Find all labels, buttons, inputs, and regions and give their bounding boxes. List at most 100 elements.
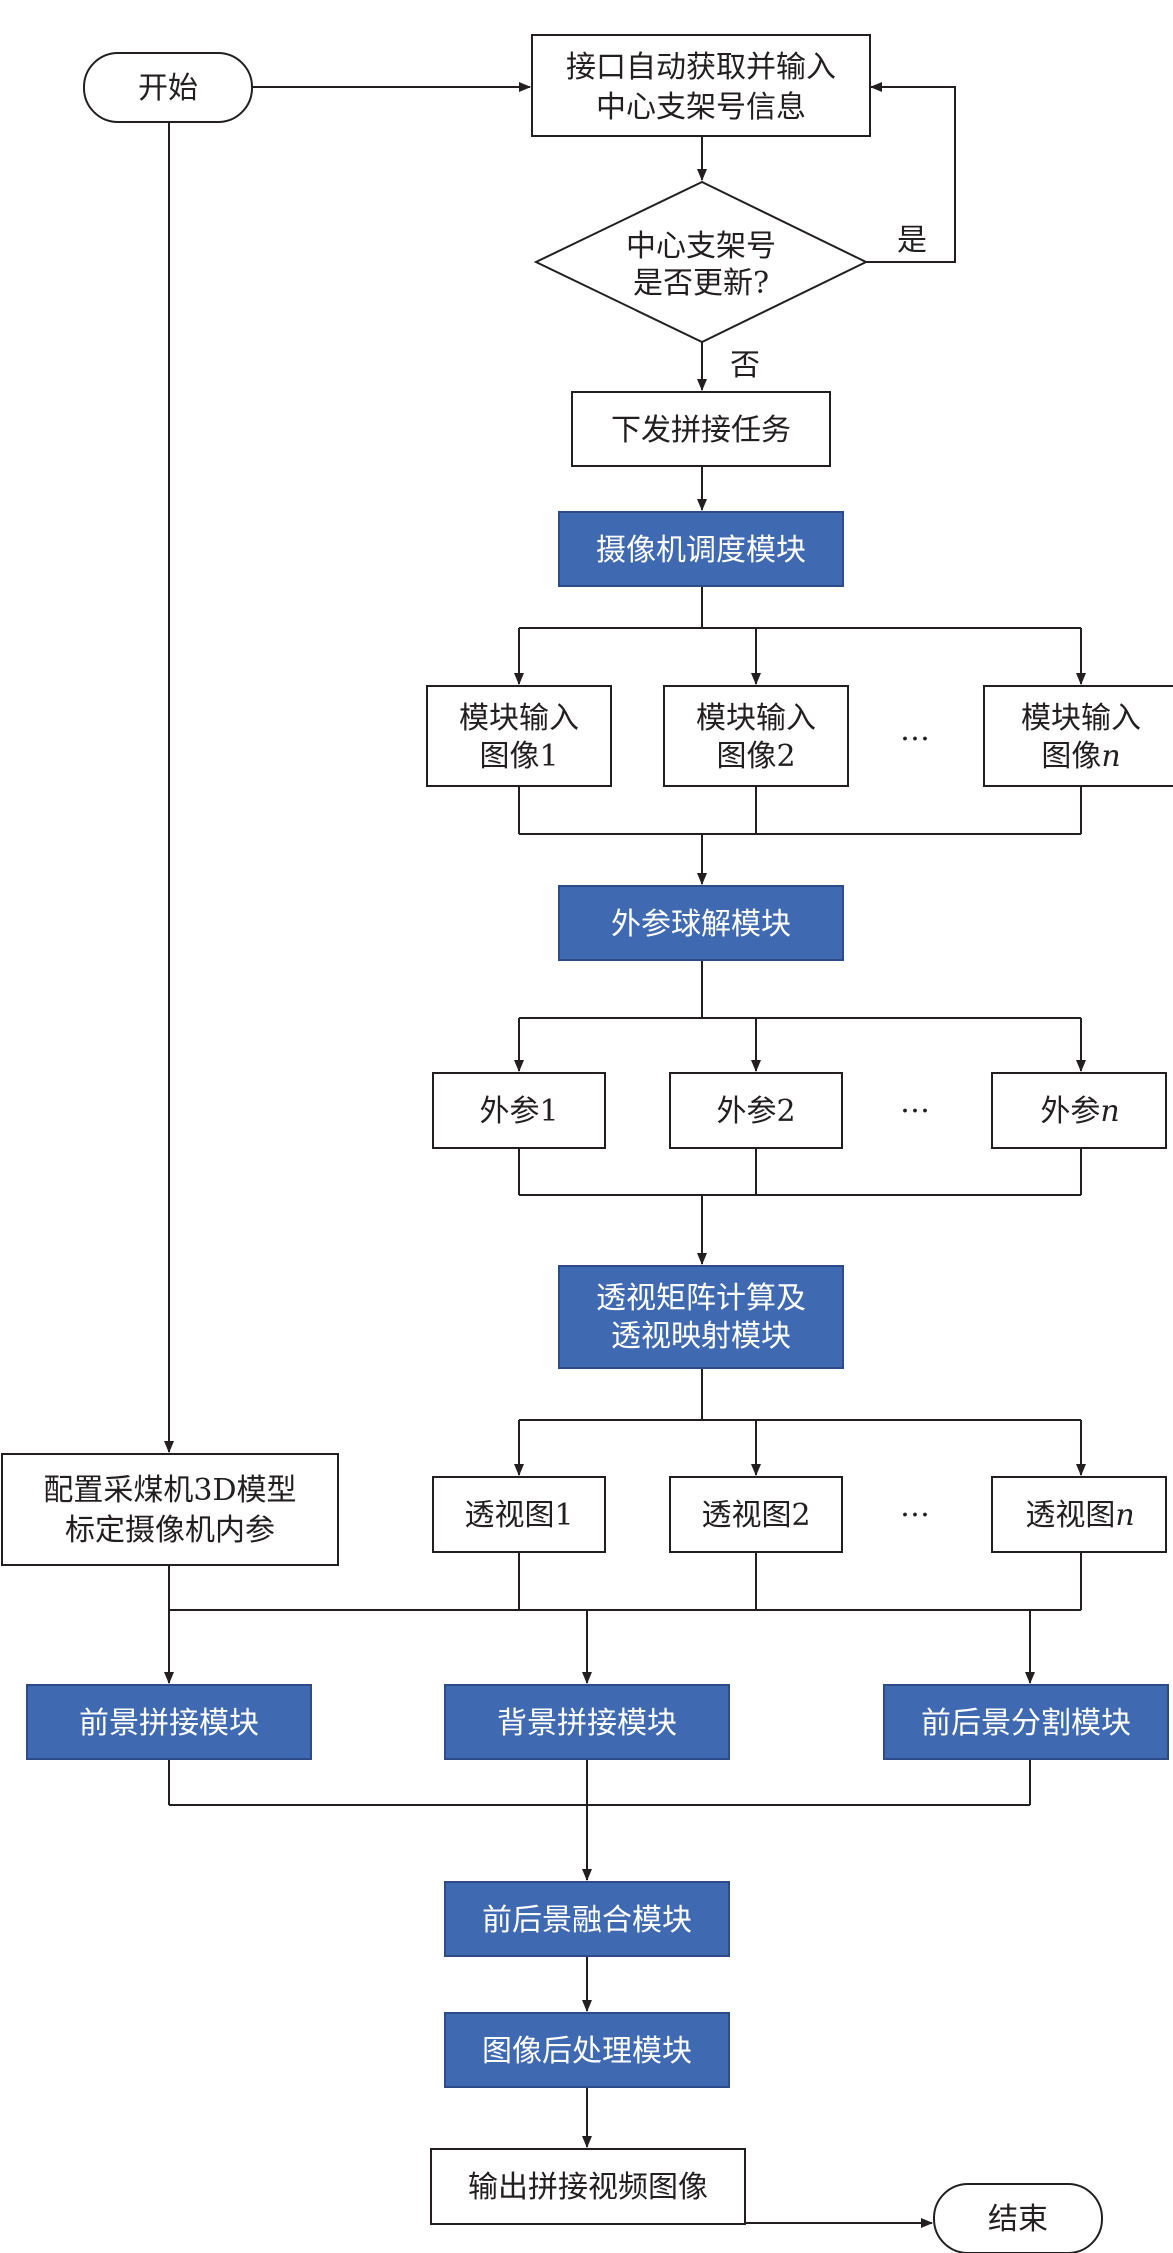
bg-stitch-label: 背景拼接模块 — [497, 1706, 677, 1741]
view-box-2 — [669, 1476, 843, 1553]
input-node-n: 模块输入 图像n — [983, 685, 1173, 787]
fetch-node: 接口自动获取并输入 中心支架号信息 — [531, 34, 871, 137]
extrinsic-2-label: 外参2 — [716, 1094, 795, 1129]
input-2-line2: 图像2 — [716, 739, 795, 774]
decision-node: 中心支架号 是否更新? 是 否 — [533, 180, 927, 383]
input-n-line2: 图像n — [1041, 739, 1120, 774]
view-n-label: 透视图n — [1025, 1498, 1134, 1533]
extrinsic-1-index: 1 — [539, 1094, 558, 1129]
start-terminal — [83, 52, 253, 123]
input-box-1 — [426, 685, 612, 787]
fusion-label: 前后景融合模块 — [482, 1903, 692, 1938]
post-process-node: 图像后处理模块 — [444, 2012, 730, 2088]
config-label-line1: 配置采煤机3D模型 — [43, 1473, 296, 1508]
extrinsic-1-label: 外参1 — [479, 1094, 558, 1129]
bg-stitch-box — [444, 1684, 730, 1760]
view-2-prefix: 透视图 — [701, 1498, 791, 1533]
view-box-1 — [432, 1476, 606, 1553]
input-node-2: 模块输入 图像2 — [663, 685, 849, 787]
camera-schedule-label: 摄像机调度模块 — [596, 533, 806, 568]
bg-stitch-node: 背景拼接模块 — [444, 1684, 730, 1760]
yes-label: 是 — [897, 223, 927, 258]
view-node-n: 透视图n — [991, 1476, 1167, 1553]
post-process-box — [444, 2012, 730, 2088]
segment-box — [883, 1684, 1169, 1760]
input-ellipsis: … — [900, 713, 930, 748]
extrinsic-2-index: 2 — [776, 1094, 795, 1129]
extrinsic-node-n: 外参n — [991, 1072, 1167, 1149]
extrinsic-box-2 — [669, 1072, 843, 1149]
extrinsic-n-index: n — [1100, 1094, 1119, 1129]
fg-stitch-label: 前景拼接模块 — [79, 1706, 259, 1741]
config-box — [1, 1453, 339, 1566]
view-ellipsis: … — [900, 1489, 930, 1524]
extrinsic-solve-label: 外参球解模块 — [611, 907, 791, 942]
fusion-box — [444, 1881, 730, 1957]
view-1-prefix: 透视图 — [464, 1498, 554, 1533]
end-node: 结束 — [933, 2183, 1103, 2253]
extrinsic-ellipsis: … — [900, 1085, 930, 1120]
fusion-node: 前后景融合模块 — [444, 1881, 730, 1957]
extrinsic-solve-node: 外参球解模块 — [558, 885, 844, 961]
extrinsic-node-1: 外参1 — [432, 1072, 606, 1149]
input-n-prefix: 图像 — [1041, 739, 1101, 774]
extrinsic-box-1 — [432, 1072, 606, 1149]
extrinsic-1-prefix: 外参 — [479, 1094, 539, 1129]
fg-stitch-node: 前景拼接模块 — [26, 1684, 312, 1760]
extrinsic-node-2: 外参2 — [669, 1072, 843, 1149]
output-node: 输出拼接视频图像 — [430, 2148, 746, 2225]
output-box — [430, 2148, 746, 2225]
view-node-1: 透视图1 — [432, 1476, 606, 1553]
input-n-index: n — [1101, 739, 1120, 774]
view-n-prefix: 透视图 — [1025, 1498, 1115, 1533]
input-1-line1: 模块输入 — [459, 701, 579, 736]
dispatch-node: 下发拼接任务 — [571, 391, 831, 467]
input-2-index: 2 — [776, 739, 795, 774]
decision-label-line2: 是否更新? — [633, 266, 769, 301]
fg-stitch-box — [26, 1684, 312, 1760]
input-box-n — [983, 685, 1173, 787]
config-node: 配置采煤机3D模型 标定摄像机内参 — [1, 1453, 339, 1566]
input-box-2 — [663, 685, 849, 787]
extrinsic-n-label: 外参n — [1040, 1094, 1119, 1129]
camera-schedule-box — [558, 511, 844, 587]
connectors — [164, 82, 1086, 2228]
fetch-label-line2: 中心支架号信息 — [596, 90, 806, 125]
start-node: 开始 — [83, 52, 253, 123]
end-terminal — [933, 2183, 1103, 2253]
perspective-box — [558, 1265, 844, 1369]
start-label: 开始 — [138, 71, 198, 106]
extrinsic-n-prefix: 外参 — [1040, 1094, 1100, 1129]
view-n-index: n — [1115, 1498, 1134, 1533]
post-process-label: 图像后处理模块 — [482, 2034, 692, 2069]
extrinsic-solve-box — [558, 885, 844, 961]
segment-label: 前后景分割模块 — [921, 1706, 1131, 1741]
input-2-prefix: 图像 — [716, 739, 776, 774]
input-1-line2: 图像1 — [479, 739, 558, 774]
no-label: 否 — [730, 348, 760, 383]
arrow-decision-yes-loop — [866, 82, 956, 263]
output-label: 输出拼接视频图像 — [468, 2170, 708, 2205]
camera-schedule-node: 摄像机调度模块 — [558, 511, 844, 587]
view-1-index: 1 — [554, 1498, 573, 1533]
fetch-label-line1: 接口自动获取并输入 — [566, 50, 836, 85]
view-node-2: 透视图2 — [669, 1476, 843, 1553]
input-1-prefix: 图像 — [479, 739, 539, 774]
perspective-label-line2: 透视映射模块 — [611, 1319, 791, 1354]
input-1-index: 1 — [539, 739, 558, 774]
view-1-label: 透视图1 — [464, 1498, 573, 1533]
config-label-line2: 标定摄像机内参 — [65, 1513, 275, 1548]
perspective-node: 透视矩阵计算及 透视映射模块 — [558, 1265, 844, 1369]
input-n-line1: 模块输入 — [1021, 701, 1141, 736]
view-box-n — [991, 1476, 1167, 1553]
end-label: 结束 — [988, 2202, 1048, 2237]
extrinsic-2-prefix: 外参 — [716, 1094, 776, 1129]
input-2-line1: 模块输入 — [696, 701, 816, 736]
perspective-label-line1: 透视矩阵计算及 — [596, 1281, 806, 1316]
dispatch-box — [571, 391, 831, 467]
extrinsic-box-n — [991, 1072, 1167, 1149]
decision-label-line1: 中心支架号 — [626, 229, 776, 264]
view-2-label: 透视图2 — [701, 1498, 810, 1533]
decision-diamond — [533, 180, 869, 344]
